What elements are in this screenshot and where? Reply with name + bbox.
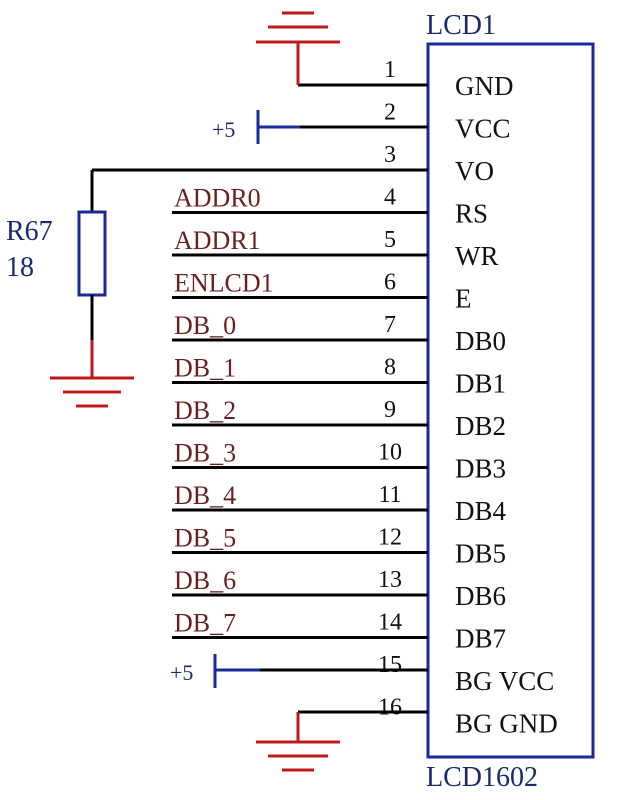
pin-number: 7: [384, 312, 396, 338]
pin-name: DB3: [455, 454, 506, 484]
pin-number: 3: [384, 142, 396, 168]
pin-number: 11: [378, 482, 401, 508]
pin-name: BG VCC: [455, 666, 554, 696]
pin-number: 15: [378, 652, 402, 678]
pin-name: VCC: [455, 114, 511, 144]
pin-name: DB0: [455, 326, 506, 356]
pin-number: 14: [378, 610, 402, 636]
net-label: DB_3: [174, 439, 236, 468]
pin-number: 9: [384, 397, 396, 423]
ground-symbol-pin16: [256, 710, 428, 772]
resistor-body: [77, 210, 107, 297]
net-label: DB_1: [174, 354, 236, 383]
net-label: DB_6: [174, 566, 236, 595]
pin-name: DB4: [455, 496, 507, 526]
pin-number: 13: [378, 567, 402, 593]
pin-number: 5: [384, 227, 396, 253]
pin-name: E: [455, 284, 472, 314]
pin-name: DB2: [455, 411, 506, 441]
pin-name: WR: [455, 241, 499, 271]
resistor-r67: R67 18: [6, 168, 428, 340]
net-label: DB_5: [174, 524, 236, 553]
net-label: DB_7: [174, 609, 236, 638]
net-label: ENLCD1: [174, 269, 274, 298]
pin-number: 16: [378, 695, 402, 721]
pin-name: DB6: [455, 581, 506, 611]
net-label: ADDR0: [174, 184, 261, 213]
pin-name: DB1: [455, 369, 506, 399]
ground-symbol-resistor: [50, 340, 134, 408]
pin-number: 1: [384, 57, 396, 83]
pin-name: BG GND: [455, 709, 558, 739]
pin-name: RS: [455, 199, 488, 229]
power-port-pin15: +5: [170, 654, 428, 688]
lcd-designator: LCD1: [426, 10, 496, 41]
power-label-pin2: +5: [212, 117, 235, 142]
pin-number: 2: [384, 100, 396, 126]
power-port-pin2: +5: [212, 110, 428, 144]
resistor-value: 18: [6, 252, 34, 283]
power-label-pin15: +5: [170, 660, 193, 685]
lcd-part-name: LCD1602: [426, 762, 538, 793]
pin-number: 6: [384, 270, 396, 296]
lcd-body: [426, 42, 595, 759]
pin-name: DB7: [455, 624, 506, 654]
pin-number: 4: [384, 185, 396, 211]
pin-name: VO: [455, 156, 494, 186]
resistor-designator: R67: [6, 216, 53, 247]
net-label: DB_0: [174, 311, 236, 340]
net-label-group: ADDR0ADDR1ENLCD1DB_0DB_1DB_2DB_3DB_4DB_5…: [172, 184, 428, 639]
pin-number: 12: [378, 525, 402, 551]
pin-name: DB5: [455, 539, 506, 569]
net-label: DB_4: [174, 481, 236, 510]
net-label: DB_2: [174, 396, 236, 425]
pin-number: 8: [384, 355, 396, 381]
pin-name: GND: [455, 71, 514, 101]
pin-number: 10: [378, 440, 402, 466]
net-label: ADDR1: [174, 226, 261, 255]
ground-symbol-pin1: [256, 11, 428, 87]
